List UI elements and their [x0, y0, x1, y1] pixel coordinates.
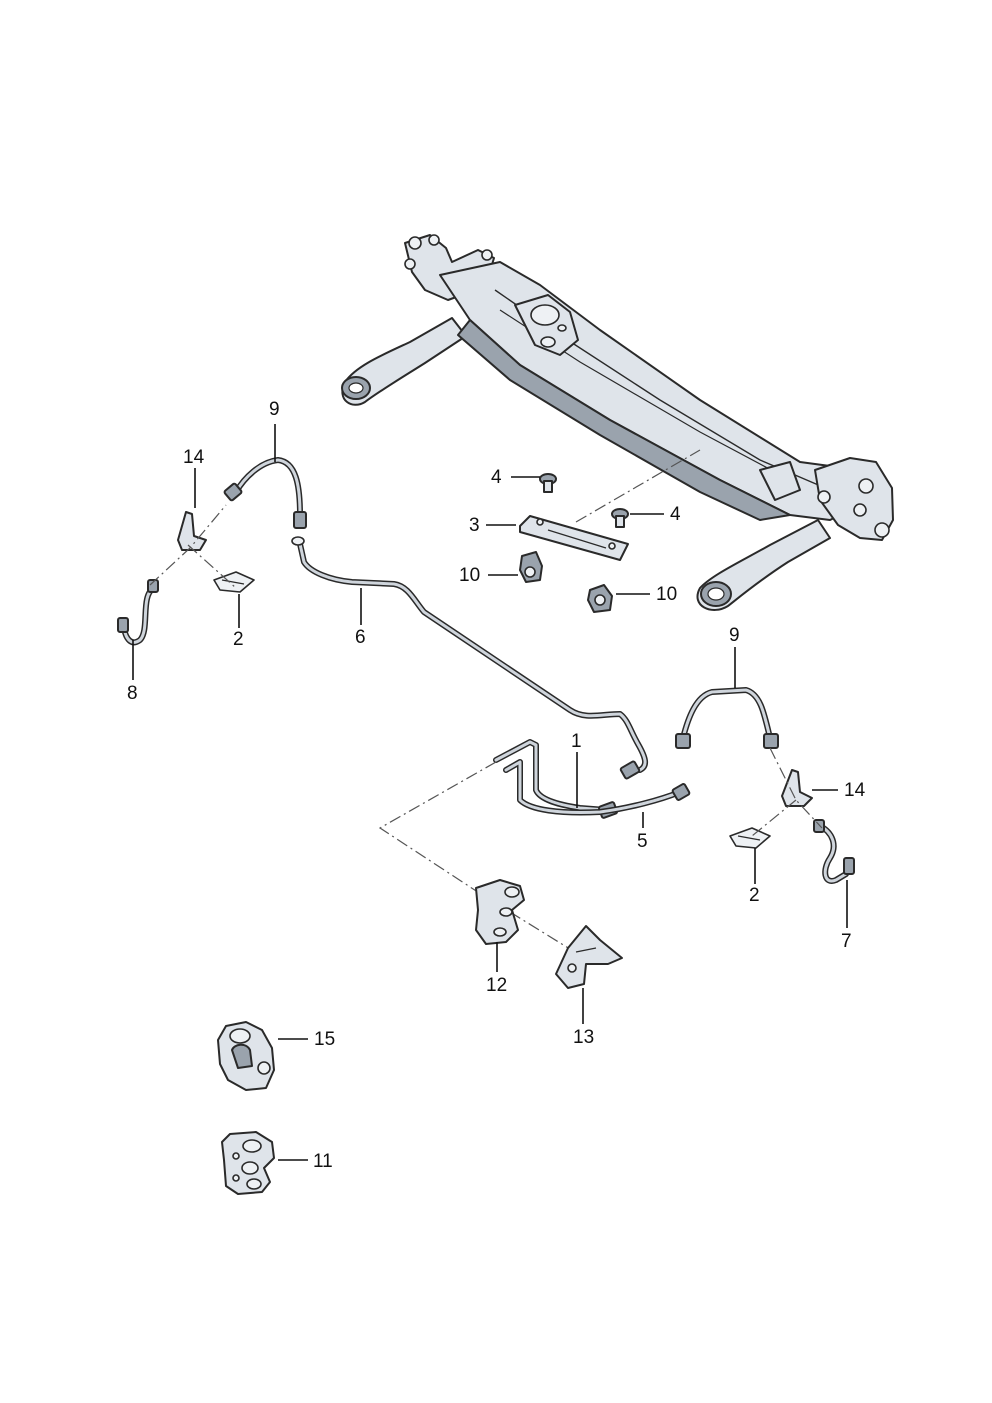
- callout-13: 13: [573, 1027, 595, 1048]
- callout-10-right: 10: [656, 584, 678, 605]
- callout-2-right: 2: [749, 885, 760, 906]
- callout-5: 5: [637, 831, 648, 852]
- brake-pipe-7: [813, 819, 855, 884]
- rear-axle-beam: [341, 234, 894, 611]
- callout-4-right: 4: [670, 504, 681, 525]
- callout-2-left: 2: [233, 629, 244, 650]
- brake-pipe-1: [493, 739, 619, 819]
- pipe-holder-10-right: [587, 584, 613, 613]
- pipe-holder-11: [221, 1131, 275, 1195]
- callout-14-left: 14: [183, 447, 205, 468]
- callout-11: 11: [313, 1151, 333, 1172]
- assembly-line-right-clip: [751, 799, 797, 837]
- assembly-line-holder: [378, 761, 497, 901]
- callout-9-left: 9: [269, 399, 280, 420]
- assembly-line-bracket-13: [509, 911, 579, 955]
- callout-1: 1: [571, 731, 582, 752]
- hose-bracket-14-right: [781, 769, 813, 807]
- callout-12: 12: [486, 975, 508, 996]
- callout-9-right: 9: [729, 625, 740, 646]
- callout-4-left: 4: [491, 467, 502, 488]
- callout-8: 8: [127, 683, 138, 704]
- pipe-holder-12: [475, 879, 525, 945]
- pipe-holder-10-left: [519, 551, 543, 583]
- bracket-13: [555, 925, 623, 989]
- callout-15: 15: [314, 1029, 336, 1050]
- callout-3: 3: [469, 515, 480, 536]
- assembly-line-bracket: [575, 449, 701, 523]
- pipe-bracket-3: [519, 515, 629, 561]
- brake-pipe-8: [117, 579, 159, 646]
- hose-bracket-14-left: [177, 511, 207, 551]
- bolt-4-left: [539, 473, 557, 493]
- brake-pipe-5: [503, 759, 691, 816]
- callout-6: 6: [355, 627, 366, 648]
- callout-14-right: 14: [844, 780, 866, 801]
- brake-pipe-6: [291, 536, 648, 780]
- callout-10-left: 10: [459, 565, 481, 586]
- assembly-line-left-hose: [149, 504, 227, 586]
- clip-2-left: [213, 571, 255, 593]
- brake-hose-9-right: [675, 687, 779, 749]
- pipe-clip-15: [217, 1021, 275, 1091]
- assembly-line-left-clip: [187, 544, 237, 589]
- bolt-4-right: [611, 508, 629, 528]
- leader-lines: [132, 424, 848, 1161]
- callout-7: 7: [841, 931, 852, 952]
- brake-hose-9-left: [223, 457, 307, 529]
- assembly-line-right-hose: [769, 747, 823, 829]
- clip-2-right: [729, 827, 771, 849]
